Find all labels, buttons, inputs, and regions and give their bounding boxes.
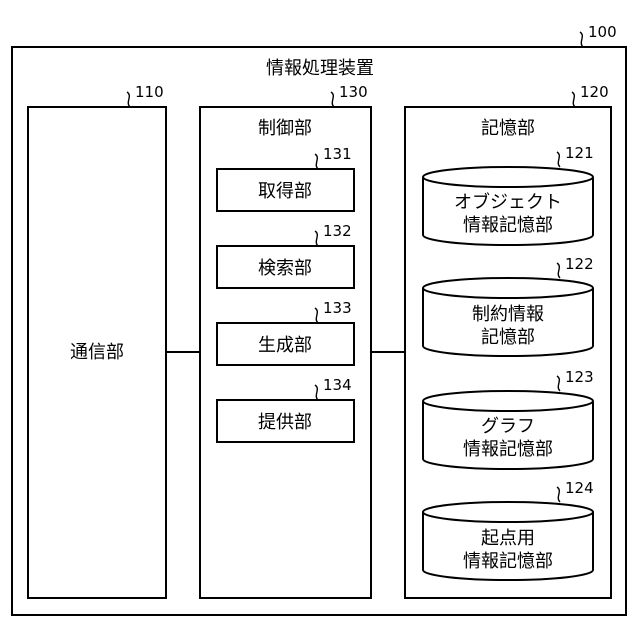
provision-label: 提供部 (258, 412, 312, 433)
apparatus-title: 情報処理装置 (266, 58, 374, 79)
provision-ref: 134 (323, 376, 352, 394)
db-object-info-ref: 121 (565, 144, 594, 162)
db-object-info-line2: 情報記憶部 (463, 215, 553, 236)
db-graph-info-ref: 123 (565, 368, 594, 386)
db-graph-info-line1: グラフ (481, 416, 535, 437)
comm-ref: 110 (135, 83, 164, 101)
comm-unit-label: 通信部 (70, 342, 124, 363)
apparatus-ref-leader (580, 32, 583, 47)
db-constraint-info-ref: 122 (565, 255, 594, 273)
db-object-info-line1: オブジェクト (454, 191, 562, 213)
db-origin-info-top (423, 502, 593, 522)
db-constraint-info-line1: 制約情報 (472, 304, 544, 325)
control-ref: 130 (339, 83, 368, 101)
search-ref: 132 (323, 222, 352, 240)
db-origin-info-line2: 情報記憶部 (463, 551, 553, 572)
control-unit-title: 制御部 (258, 118, 312, 139)
generation-ref: 133 (323, 299, 352, 317)
db-graph-info-line2: 情報記憶部 (463, 439, 553, 460)
db-origin-info-line1: 起点用 (481, 528, 535, 549)
storage-unit-title: 記憶部 (481, 118, 535, 139)
generation-label: 生成部 (258, 335, 312, 356)
db-object-info-top (423, 167, 593, 187)
apparatus-ref: 100 (588, 23, 617, 41)
acquisition-label: 取得部 (258, 181, 312, 202)
db-constraint-info-top (423, 278, 593, 298)
acquisition-ref: 131 (323, 145, 352, 163)
db-origin-info-ref: 124 (565, 479, 594, 497)
db-graph-info-top (423, 391, 593, 411)
db-constraint-info-line2: 記憶部 (481, 327, 535, 348)
storage-ref: 120 (580, 83, 609, 101)
search-label: 検索部 (258, 258, 312, 279)
